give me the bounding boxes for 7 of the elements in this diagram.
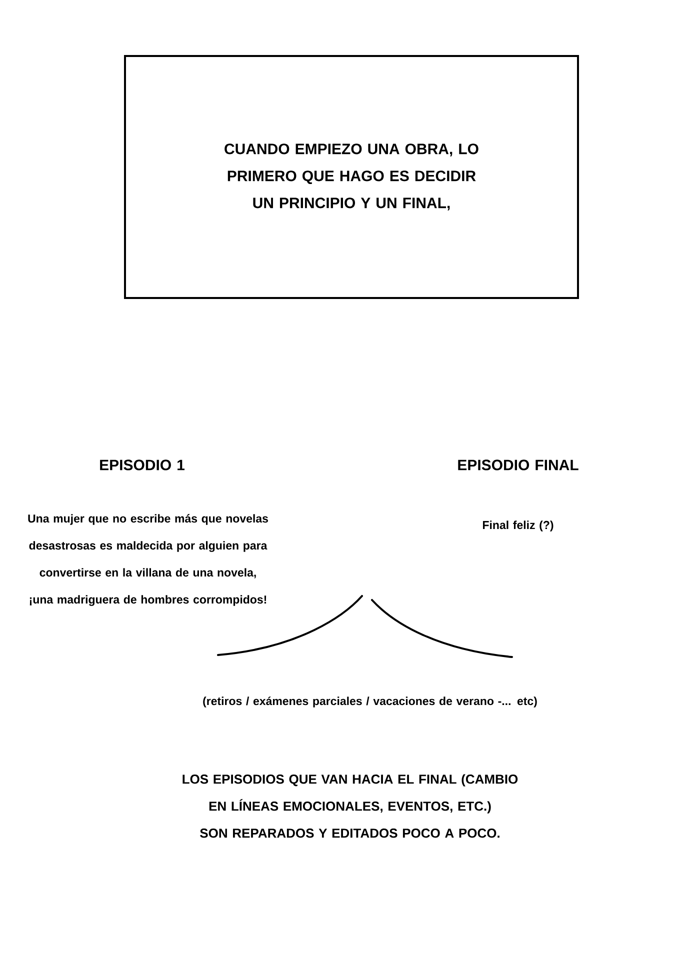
summary-text: LOS EPISODIOS QUE VAN HACIA EL FINAL (CAMBIO EN LÍNEAS EMOCIONALES, EVENTOS, ETC.) SON REPARADOS Y EDITADOS POCO A POCO. [182, 774, 518, 838]
episode-description: Final feliz (?) [483, 520, 554, 532]
episode-heading: EPISODIO FINAL [458, 460, 578, 470]
note-text: (retiros / exámenes parciales / vacaciones de verano -... etc) [203, 696, 537, 708]
episode-description: Una mujer que no escribe más que novelas desastrosas es maldecida por alguien para convertirse en la villana de una novela, ¡una madriguera de hombres corrompidos! [28, 514, 268, 606]
episode-heading: EPISODIO 1 [100, 460, 184, 470]
text-box: CUANDO EMPIEZO UNA OBRA, LO PRIMERO QUE HAGO ES DECIDIR UN PRINCIPIO Y UN FINAL, [124, 55, 579, 299]
